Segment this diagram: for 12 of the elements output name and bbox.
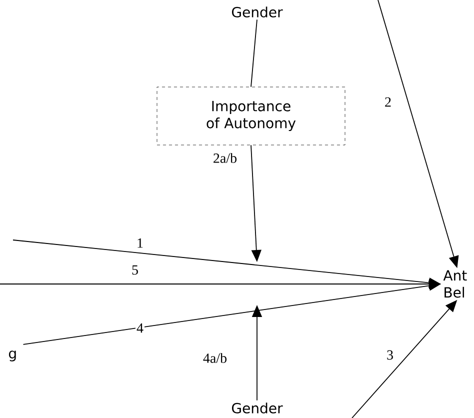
variable-box: Importance of Autonomy xyxy=(156,86,346,146)
edge-label: 1 xyxy=(136,237,144,249)
variable-label: Gender xyxy=(232,402,283,414)
edge-label: 4 xyxy=(136,322,144,334)
edge-label: 3 xyxy=(386,349,394,361)
edge-label: 4a/b xyxy=(202,352,228,364)
variable-label: Gender xyxy=(232,6,283,18)
edge-label: 5 xyxy=(130,264,140,276)
variable-label: Ant Bel xyxy=(443,270,467,298)
edge-label: 2 xyxy=(384,96,392,108)
variable-label: g xyxy=(8,350,16,362)
edge-label: 2a/b xyxy=(212,152,238,164)
